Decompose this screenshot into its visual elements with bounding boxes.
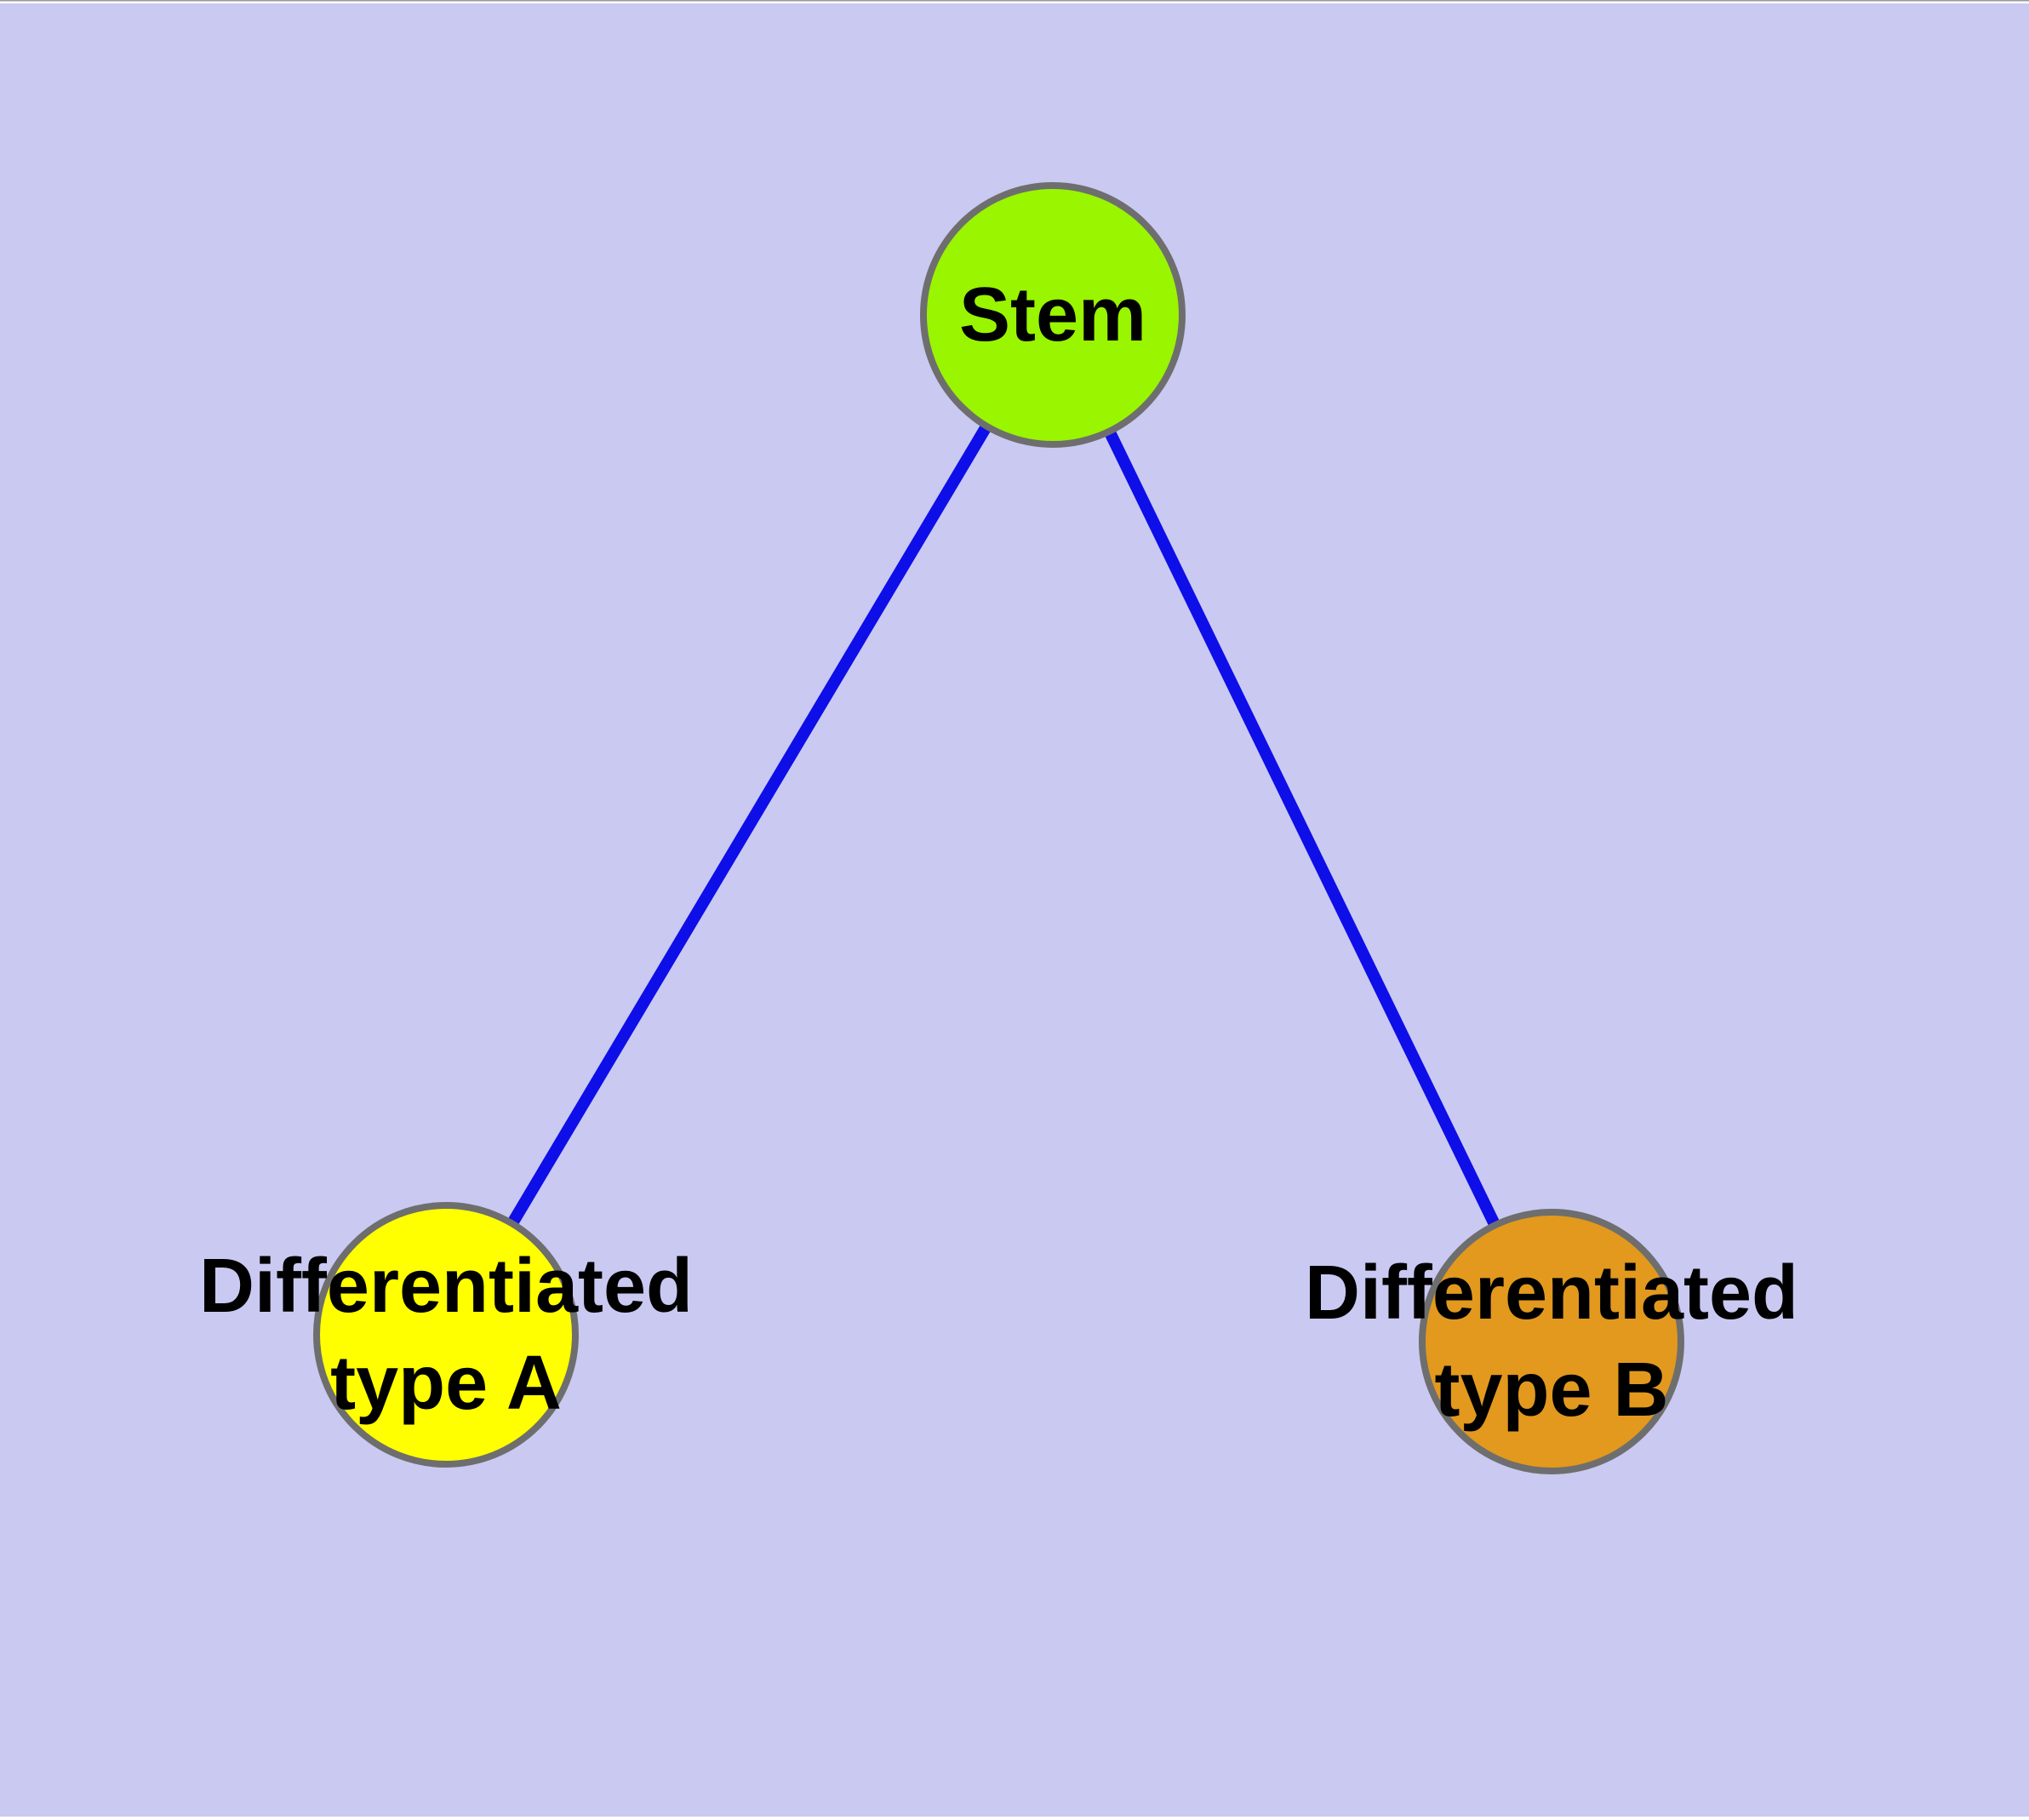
node-type-b: [1419, 1209, 1684, 1474]
edge-stem-type-b: [1047, 312, 1557, 1345]
bottom-strip: [0, 1817, 2029, 1820]
nodes-layer: [313, 182, 1684, 1474]
node-type-a: [313, 1202, 579, 1468]
node-label-type-b-line-1: Differentiated: [1305, 1251, 1798, 1336]
top-strip: [0, 0, 2029, 3]
node-label-type-a-line-1: Differentiated: [199, 1244, 693, 1329]
edges-layer: [440, 312, 1557, 1345]
node-label-stem-line-1: Stem: [959, 272, 1146, 358]
node-label-type-a-line-2: type A: [330, 1341, 562, 1426]
node-label-type-b-line-2: type B: [1434, 1348, 1668, 1433]
node-stem: [920, 182, 1186, 448]
edge-stem-type-a: [440, 312, 1059, 1338]
